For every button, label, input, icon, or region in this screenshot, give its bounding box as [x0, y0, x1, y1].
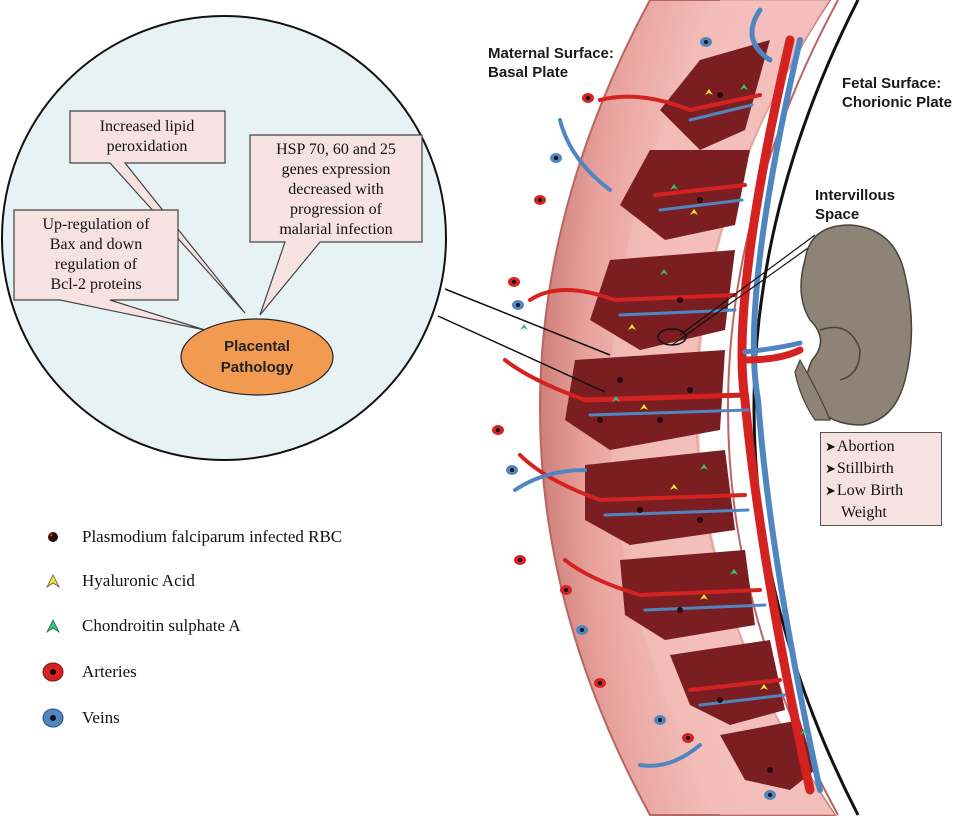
artery-branch	[688, 93, 762, 112]
outcome-item: Weight	[825, 502, 941, 524]
intervillous-pointer-line	[679, 234, 816, 336]
maternal-vein	[513, 468, 587, 492]
vein-branch	[588, 408, 750, 417]
legend-label: Veins	[82, 708, 120, 727]
legend-icon-artery	[42, 662, 64, 682]
vein-branch	[698, 693, 787, 707]
legend-label: Hyaluronic Acid	[82, 571, 195, 590]
artery-section	[508, 277, 520, 287]
artery-branch	[582, 392, 748, 403]
legend-item-artery: Arteries	[40, 660, 137, 684]
legend-label: Chondroitin sulphate A	[82, 616, 241, 635]
vein-section	[512, 300, 524, 310]
outcome-label: Weight	[841, 504, 887, 521]
spiral-artery	[503, 358, 587, 402]
artery-section	[682, 733, 694, 743]
maternal-vein	[558, 118, 612, 192]
legend-icon-hyaluronic-acid	[45, 574, 61, 589]
legend-item-infected-rbc: Plasmodium falciparum infected RBC	[40, 525, 342, 549]
fetal-surface-label: Fetal Surface: Chorionic Plate	[842, 75, 953, 111]
vein-section	[764, 790, 776, 800]
outcome-item: ➤Low Birth	[825, 480, 941, 502]
callout-hsp-text: HSP 70, 60 and 25 genes expression decre…	[276, 141, 396, 238]
villus-lobe	[660, 40, 770, 150]
villus-lobe	[620, 150, 750, 240]
placental-pathology-ellipse	[180, 318, 334, 396]
villus-lobe	[670, 640, 785, 725]
callout-bax-text: Up-regulation of Bax and down regulation…	[42, 216, 150, 293]
legend-item-vein: Veins	[40, 706, 120, 730]
artery-trunk	[737, 35, 815, 795]
hyaluronic-acid-markers	[628, 89, 768, 690]
intervillous-pointer-line	[671, 237, 823, 346]
artery-section	[594, 678, 606, 688]
infected-rbc-markers	[597, 92, 773, 773]
vein-section	[654, 715, 666, 725]
vein-section	[506, 465, 518, 475]
arrowhead-icon: ➤	[825, 483, 836, 498]
vein-section	[550, 153, 562, 163]
vein-branch	[658, 198, 744, 212]
artery-branch	[688, 678, 782, 692]
maternal-vein	[638, 743, 702, 768]
stem-vessels	[503, 7, 823, 795]
vein-branch	[603, 508, 750, 517]
outcome-label: Stillbirth	[836, 460, 894, 477]
placental-pathology-label: Placental Pathology	[220, 338, 294, 376]
spiral-artery	[528, 288, 617, 302]
vein-trunk	[750, 37, 823, 793]
artery-branch	[638, 588, 762, 597]
outcome-label: Abortion	[836, 438, 895, 455]
spiral-artery	[598, 94, 692, 112]
arrowhead-icon: ➤	[825, 461, 836, 476]
legend-icon-chondroitin-sulphate	[45, 619, 61, 634]
vein-branch	[618, 308, 737, 317]
pregnancy-outcomes-box: ➤Abortion ➤Stillbirth ➤Low Birth Weight	[820, 432, 942, 526]
maternal-vein	[749, 7, 773, 63]
fetus-illustration	[794, 224, 913, 426]
legend-item-chondroitin-sulphate: Chondroitin sulphate A	[40, 614, 241, 638]
legend-icon-vein	[42, 708, 64, 728]
spiral-artery	[518, 453, 602, 502]
artery-branch	[598, 493, 747, 502]
maternal-surface-label: Maternal Surface: Basal Plate	[488, 45, 614, 81]
chondroitin-sulphate-markers	[520, 84, 808, 735]
zoom-connector-line	[437, 315, 606, 393]
artery-section	[582, 93, 594, 103]
vein-section	[576, 625, 588, 635]
arrowhead-icon: ➤	[825, 439, 836, 454]
vein-branch	[643, 603, 767, 612]
artery-branch	[653, 183, 747, 197]
legend-item-hyaluronic-acid: Hyaluronic Acid	[40, 569, 195, 593]
callout-bubble-bax	[13, 209, 206, 331]
artery-section	[514, 555, 526, 565]
outcome-item: ➤Stillbirth	[825, 458, 941, 480]
legend-icon-infected-rbc	[48, 532, 58, 542]
umbilical-cord	[742, 340, 803, 355]
zoom-connector-line	[444, 288, 611, 356]
maternal-vessel-sections	[492, 37, 776, 800]
callout-lipid-text: Increased lipid peroxidation	[99, 118, 195, 155]
umbilical-cord	[741, 346, 804, 364]
artery-section	[560, 585, 572, 595]
callout-bubble-hsp	[249, 134, 423, 316]
legend-label: Plasmodium falciparum infected RBC	[82, 527, 343, 546]
artery-section	[492, 425, 504, 435]
spiral-artery	[563, 558, 642, 597]
villus-lobe	[720, 720, 815, 790]
legend-label: Arteries	[82, 662, 137, 681]
vein-branch	[688, 103, 754, 122]
artery-section	[534, 195, 546, 205]
vein-section	[700, 37, 712, 47]
artery-branch	[613, 293, 737, 302]
intervillous-space-label: Intervillous Space	[815, 187, 896, 223]
outcome-item: ➤Abortion	[825, 436, 941, 458]
outcome-label: Low Birth	[836, 482, 904, 499]
chorionic-plate-line	[752, 0, 860, 816]
